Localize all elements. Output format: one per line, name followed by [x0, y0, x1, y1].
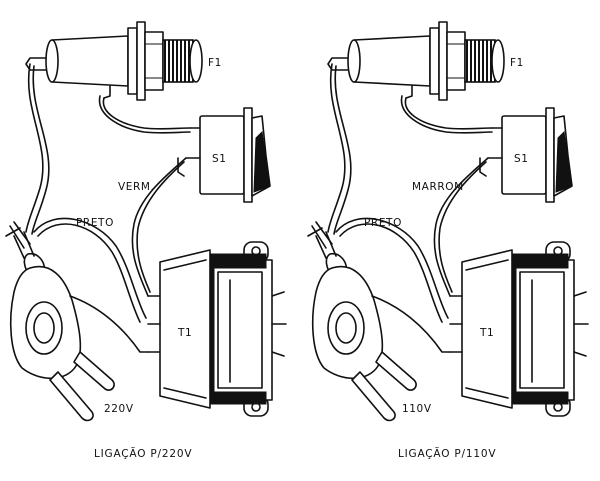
transformer-label: T1 — [479, 327, 494, 339]
fuse-label: F1 — [510, 57, 524, 69]
caption: LIGAÇÃO P/220V — [94, 447, 192, 460]
switch-label: S1 — [212, 153, 227, 165]
caption: LIGAÇÃO P/110V — [398, 447, 496, 460]
wire-label-black: PRETO — [364, 217, 402, 229]
fuse-label: F1 — [208, 57, 222, 69]
wire-label-black: PRETO — [76, 217, 114, 229]
wire-label-brown: MARROM — [412, 181, 464, 193]
voltage-label: 110V — [402, 403, 432, 415]
wire-label-red: VERM. — [118, 181, 155, 193]
transformer-label: T1 — [177, 327, 192, 339]
voltage-label: 220V — [104, 403, 134, 415]
panel-220v: F1 S1 VERM. PRETO T1 220V LIGAÇÃO P/220V — [5, 21, 287, 460]
panel-110v: F1 S1 MARROM PRETO T1 110V LIGAÇÃO P/110… — [307, 21, 589, 460]
switch-label: S1 — [514, 153, 529, 165]
